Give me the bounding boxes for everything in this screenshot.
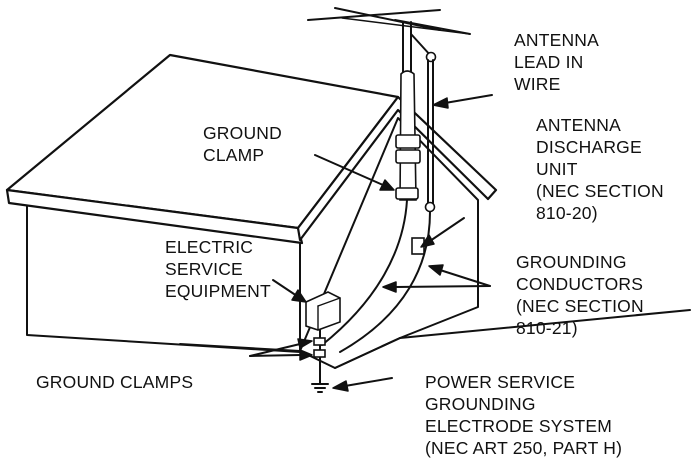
arrowhead-ground-clamp	[379, 179, 395, 191]
arrowhead-ground-clamps-2	[299, 349, 313, 361]
ground-clamp-2	[313, 349, 326, 358]
roof-gable-rake	[296, 95, 498, 242]
antenna-element-3	[341, 17, 471, 35]
ground-line-right	[399, 309, 691, 339]
discharge-unit-top	[424, 201, 436, 213]
label-antenna-discharge-unit: ANTENNA DISCHARGE UNIT (NEC SECTION 810-…	[536, 115, 669, 223]
arrowhead-grounding-2	[428, 264, 444, 276]
antenna-element-2	[334, 7, 441, 31]
mast-bracket-2	[395, 149, 421, 164]
callout-arrows	[249, 94, 493, 392]
ground-line-left	[179, 343, 301, 352]
label-electric-service-equipment: ELECTRIC SERVICE EQUIPMENT	[165, 237, 271, 301]
arrowhead-power-service	[332, 380, 349, 392]
arrowhead-lead-in	[432, 97, 449, 109]
ground-line-front	[334, 337, 401, 369]
antenna-arm	[410, 33, 432, 57]
label-ground-clamp: GROUND CLAMP	[203, 123, 287, 165]
arrow-power-service	[344, 377, 393, 387]
mast-bracket-1	[395, 134, 421, 149]
label-ground-clamps: GROUND CLAMPS	[36, 372, 193, 392]
arrowhead-grounding-1	[382, 281, 397, 293]
antenna	[307, 7, 471, 213]
roof-eave	[5, 188, 304, 245]
label-grounding-conductors: GROUNDING CONDUCTORS (NEC SECTION 810-21…	[516, 252, 649, 338]
grounding-conductors	[305, 199, 431, 393]
conductor-mast	[321, 199, 408, 346]
antenna-boom	[394, 19, 471, 35]
label-power-service-grounding: POWER SERVICE GROUNDING ELECTRODE SYSTEM…	[425, 372, 622, 458]
ground-clamp-1	[313, 337, 326, 346]
antenna-element-1	[307, 9, 441, 21]
ground-clamp-mast	[395, 187, 419, 200]
conductor-discharge	[339, 211, 431, 353]
arrowhead-discharge	[420, 234, 435, 248]
arrowhead-electric-service	[291, 289, 307, 303]
arrow-discharge	[429, 217, 465, 242]
arrow-grounding-1	[394, 285, 491, 288]
arrowhead-ground-clamps-1	[297, 338, 313, 349]
arrow-electric-service	[272, 279, 298, 297]
label-antenna-lead-in-wire: ANTENNA LEAD IN WIRE	[514, 30, 603, 94]
electric-service-box-edge	[317, 297, 341, 307]
arrow-ground-clamps-1	[249, 343, 301, 357]
arrow-grounding-2	[439, 269, 491, 287]
arrow-ground-clamps-2	[249, 354, 301, 357]
arrow-ground-clamp	[314, 154, 384, 186]
arrow-lead-in	[444, 94, 493, 104]
house	[5, 53, 691, 369]
electric-service-box	[305, 291, 341, 331]
